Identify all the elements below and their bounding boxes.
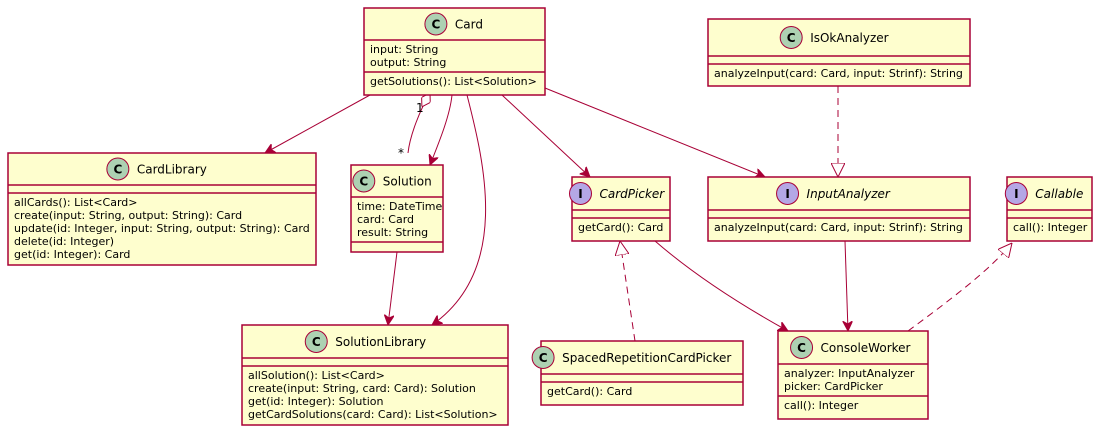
- class-name: Solution: [383, 175, 432, 189]
- class-cardlib: C CardLibrary allCards(): List<Card>create…: [7, 152, 317, 266]
- class-method: get(id: Integer): Card: [14, 248, 130, 261]
- class-icon: [424, 12, 448, 36]
- class-method: allCards(): List<Card>: [14, 196, 138, 209]
- class-icon: [779, 26, 803, 49]
- class-method: create(input: String, card: Card): Solut…: [248, 382, 476, 395]
- class-method: call(): Integer: [1013, 221, 1088, 234]
- class-method: getCard(): Card: [578, 221, 663, 234]
- class-name: CardLibrary: [137, 163, 207, 177]
- edge-cardpicker-consoleworker: [654, 240, 788, 331]
- stereotype-letter: I: [785, 187, 789, 201]
- class-box: [707, 176, 971, 242]
- relationship-lines: [265, 86, 1012, 342]
- class-method: call(): Integer: [784, 399, 859, 412]
- edge-card-cardpicker: [501, 94, 590, 177]
- edge-spaced-cardpicker: [620, 241, 636, 342]
- class-method: getCard(): Card: [547, 385, 632, 398]
- class-name: CardPicker: [600, 187, 666, 201]
- class-sollib: C SolutionLibrary allSolution(): List<Card…: [241, 324, 509, 426]
- edge-inputanalyzer-consoleworker: [845, 240, 848, 331]
- class-name: SolutionLibrary: [335, 335, 426, 349]
- stereotype-letter: C: [431, 18, 440, 32]
- class-name: ConsoleWorker: [821, 341, 911, 355]
- class-field: analyzer: InputAnalyzer: [784, 367, 915, 380]
- stereotype-letter: I: [1014, 187, 1018, 201]
- class-box: [707, 18, 971, 87]
- class-method: analyzeInput(card: Card, input: Strinf):…: [714, 67, 963, 80]
- edge-card-inputanalyzer: [544, 87, 765, 177]
- class-console: C ConsoleWorker analyzer: InputAnalyzerpic…: [777, 330, 929, 420]
- stereotype-letter: C: [113, 163, 122, 177]
- stereotype-letter: C: [312, 335, 321, 349]
- class-method: getSolutions(): List<Solution>: [370, 75, 537, 88]
- class-field: card: Card: [357, 213, 414, 226]
- interface-icon: [776, 182, 800, 205]
- class-cardpicker: I CardPicker getCard(): Card: [569, 176, 671, 242]
- stereotype-letter: C: [359, 175, 368, 189]
- edge-card-solutionlibrary: [432, 94, 487, 325]
- class-name: Card: [455, 18, 483, 32]
- class-box: [241, 324, 509, 426]
- class-method: getCardSolutions(card: Card): List<Solut…: [248, 408, 498, 421]
- class-field: result: String: [357, 226, 428, 239]
- stereotype-letter: I: [578, 187, 582, 201]
- class-icon: [352, 169, 376, 193]
- class-method: delete(id: Integer): [14, 235, 114, 248]
- class-method: analyzeInput(card: Card, input: Strinf):…: [714, 221, 963, 234]
- edge-solution-solutionlibrary: [388, 251, 398, 325]
- class-icon: [106, 157, 130, 181]
- class-field: input: String: [370, 43, 438, 56]
- class-name: InputAnalyzer: [807, 187, 891, 201]
- class-icon: [304, 330, 328, 353]
- class-name: IsOkAnalyzer: [810, 31, 888, 45]
- edge-card-solution-aggregation: [407, 93, 430, 154]
- class-field: time: DateTime: [357, 200, 442, 213]
- class-inputanalyzer: I InputAnalyzer analyzeInput(card: Card, i…: [707, 176, 971, 242]
- class-box: [363, 7, 546, 96]
- class-icon: [790, 336, 814, 359]
- multiplicity-many: *: [398, 146, 404, 160]
- interface-icon: [569, 182, 592, 205]
- stereotype-letter: C: [787, 31, 796, 45]
- class-isok: C IsOkAnalyzer analyzeInput(card: Card, in…: [707, 18, 971, 87]
- stereotype-letter: C: [797, 341, 806, 355]
- class-field: picker: CardPicker: [784, 380, 883, 393]
- multiplicity-one: 1: [416, 101, 424, 115]
- class-method: update(id: Integer, input: String, outpu…: [14, 222, 310, 235]
- stereotype-letter: C: [539, 351, 548, 365]
- class-spaced: C SpacedRepetitionCardPicker getCard(): Ca…: [531, 340, 744, 406]
- edge-consoleworker-callable: [907, 243, 1012, 332]
- class-method: get(id: Integer): Solution: [248, 395, 383, 408]
- class-name: SpacedRepetitionCardPicker: [562, 351, 731, 365]
- class-box: [540, 340, 744, 406]
- edge-card-cardlibrary: [265, 94, 371, 153]
- class-method: create(input: String, output: String): C…: [14, 209, 242, 222]
- class-icon: [531, 346, 555, 369]
- class-callable: I Callable call(): Integer: [1004, 176, 1093, 242]
- class-field: output: String: [370, 56, 446, 69]
- class-name: Callable: [1035, 187, 1083, 201]
- interface-icon: [1004, 182, 1028, 205]
- edge-card-solution: [430, 94, 453, 165]
- class-box: [7, 152, 317, 266]
- class-method: allSolution(): List<Card>: [248, 369, 385, 382]
